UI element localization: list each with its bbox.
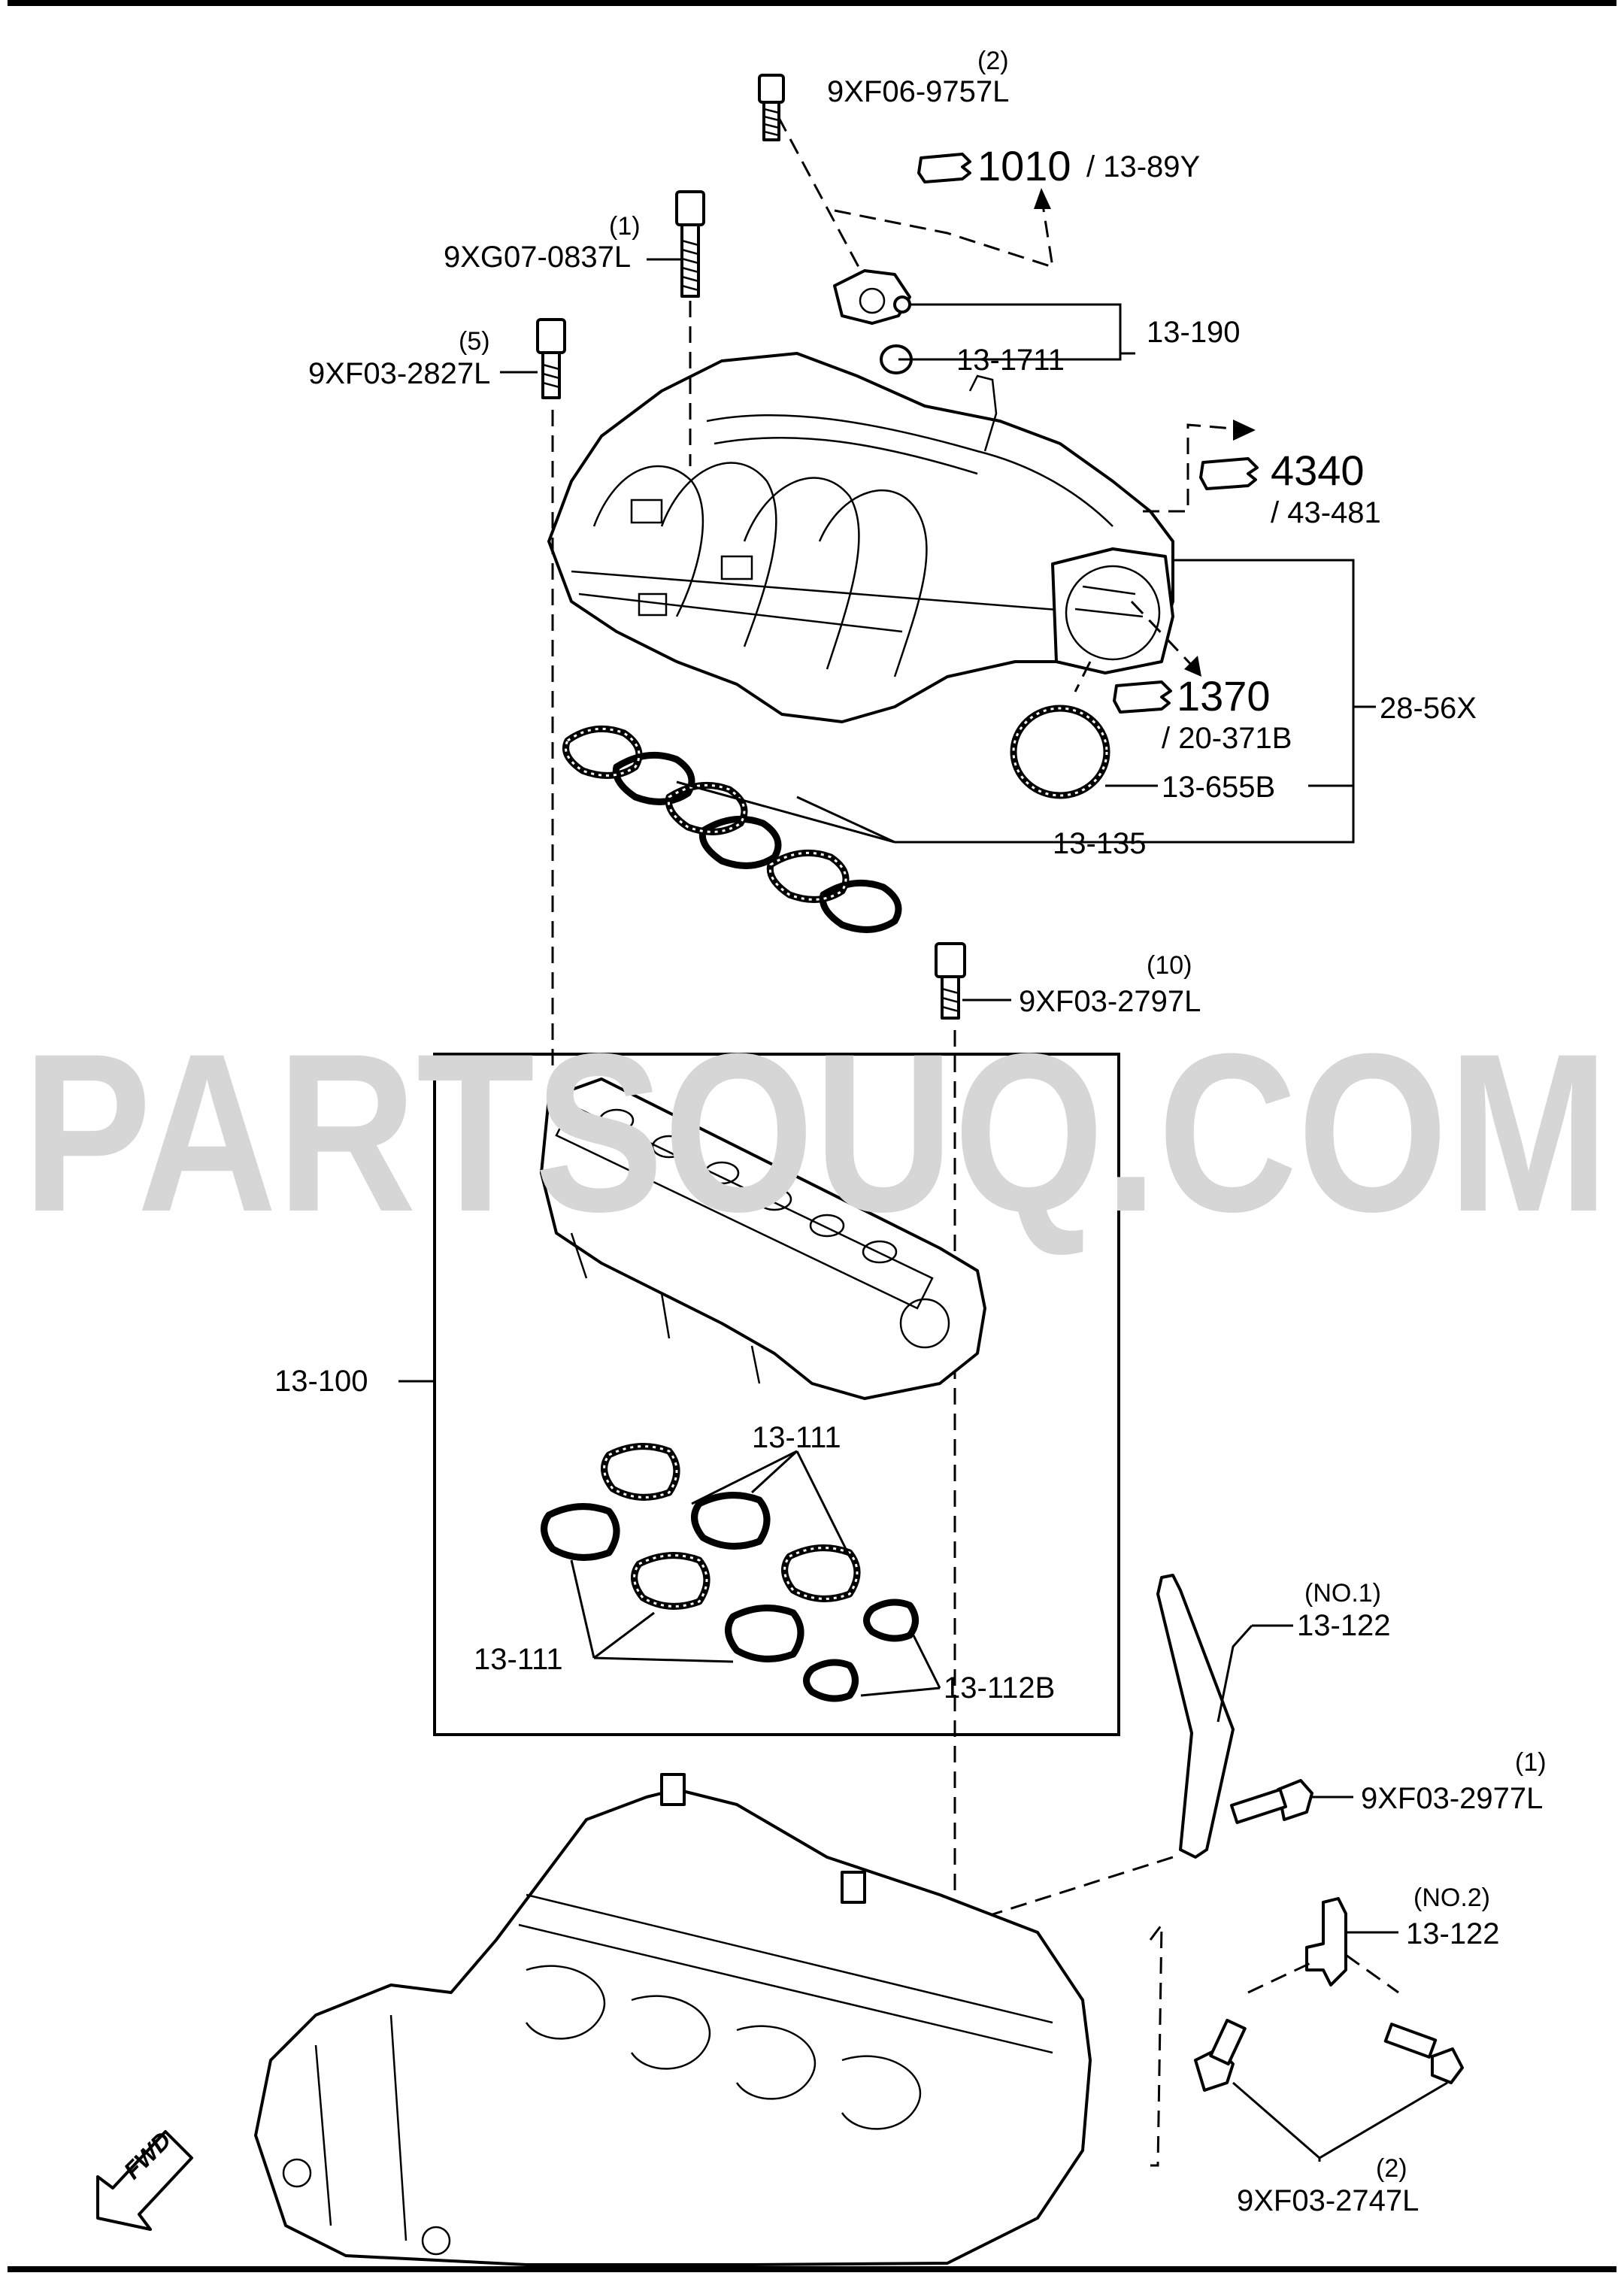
gaskets-13-111[interactable]: [541, 1443, 861, 1662]
qty-9xf06: (2): [977, 47, 1009, 75]
ref-1010-number[interactable]: 1010: [977, 142, 1071, 189]
qty-9xf03-2977: (1): [1515, 1748, 1547, 1777]
bracket-13-122-no2[interactable]: [1305, 1897, 1347, 1987]
qty-9xf03-2747: (2): [1376, 2154, 1407, 2183]
bolt-9xf03-2747l-right[interactable]: [1383, 2023, 1464, 2084]
pointing-hand-icon: [1113, 680, 1172, 714]
label-9xf06-9757l[interactable]: 9XF06-9757L: [827, 75, 1009, 108]
bolt-9xf03-2747l-left[interactable]: [1194, 2018, 1247, 2092]
qty-9xf03-2827: (5): [459, 327, 490, 356]
label-9xf03-2827l[interactable]: 9XF03-2827L: [308, 357, 490, 390]
label-9xf03-2977l[interactable]: 9XF03-2977L: [1361, 1782, 1543, 1815]
label-13-100[interactable]: 13-100: [274, 1365, 368, 1398]
label-13-122-no2[interactable]: 13-122: [1406, 1917, 1500, 1950]
ref-1370-number[interactable]: 1370: [1177, 672, 1271, 720]
note-no2: (NO.2): [1413, 1883, 1490, 1912]
lower-intake-manifold[interactable]: [540, 1077, 986, 1400]
sensor-13-190[interactable]: [833, 269, 911, 325]
pointing-hand-icon: [917, 153, 971, 183]
gasket-13-135[interactable]: [562, 725, 902, 933]
label-13-111-top[interactable]: 13-111: [752, 1421, 841, 1454]
bolt-9xf03-2977l[interactable]: [1229, 1779, 1313, 1824]
kit-box-13-100[interactable]: [433, 1053, 1120, 1736]
guide-line: [1074, 661, 1092, 692]
ref-4340-sub: / 43-481: [1271, 496, 1381, 529]
bolt-9xf03-2797l[interactable]: [935, 942, 966, 1020]
label-13-122-no1[interactable]: 13-122: [1297, 1609, 1391, 1642]
arrowhead: [1233, 420, 1256, 441]
label-13-111-bottom[interactable]: 13-111: [474, 1643, 563, 1676]
label-9xf03-2797l[interactable]: 9XF03-2797L: [1019, 985, 1201, 1018]
bolt-9xf06-9757l[interactable]: [758, 74, 785, 141]
bracket-guide: [1345, 1953, 1399, 1994]
label-13-1711[interactable]: 13-1711: [956, 344, 1065, 377]
arrowhead: [1034, 188, 1051, 209]
forward-arrow-icon: FWD: [96, 2126, 193, 2231]
watermark: PARTSOUQ.COM: [23, 1006, 1609, 1259]
gaskets-13-112b[interactable]: [803, 1599, 919, 1702]
label-28-56x[interactable]: 28-56X: [1380, 692, 1477, 725]
pointing-hand-icon: [1199, 457, 1259, 490]
gasket-13-655b[interactable]: [1010, 705, 1110, 799]
label-13-655b[interactable]: 13-655B: [1162, 771, 1275, 804]
ref-4340-number[interactable]: 4340: [1271, 447, 1365, 494]
arrowhead: [1184, 656, 1201, 677]
engine-cylinder-head: [254, 1773, 1092, 2266]
note-no1: (NO.1): [1304, 1579, 1381, 1608]
label-13-190[interactable]: 13-190: [1147, 316, 1241, 349]
ref-1370-sub: / 20-371B: [1162, 722, 1292, 755]
bracket-guide: [1149, 1921, 1163, 2167]
label-13-112b[interactable]: 13-112B: [944, 1671, 1055, 1705]
bracket-13-122-no1[interactable]: [1156, 1574, 1235, 1859]
label-13-135[interactable]: 13-135: [1053, 827, 1147, 860]
bracket-guide: [1247, 1961, 1313, 1994]
bolt-9xg07-0837l[interactable]: [675, 190, 705, 298]
leader-lines: [398, 195, 1448, 2162]
guide-line: [777, 116, 866, 279]
label-9xg07-0837l[interactable]: 9XG07-0837L: [444, 241, 631, 274]
qty-9xf03-2797: (10): [1147, 951, 1192, 980]
upper-intake-manifold[interactable]: [547, 352, 1174, 723]
bolt-9xf03-2827l[interactable]: [536, 318, 566, 399]
label-9xf03-2747l[interactable]: 9XF03-2747L: [1237, 2184, 1419, 2217]
qty-9xg07: (1): [609, 212, 641, 241]
ref-1010-sub: / 13-89Y: [1086, 150, 1200, 183]
